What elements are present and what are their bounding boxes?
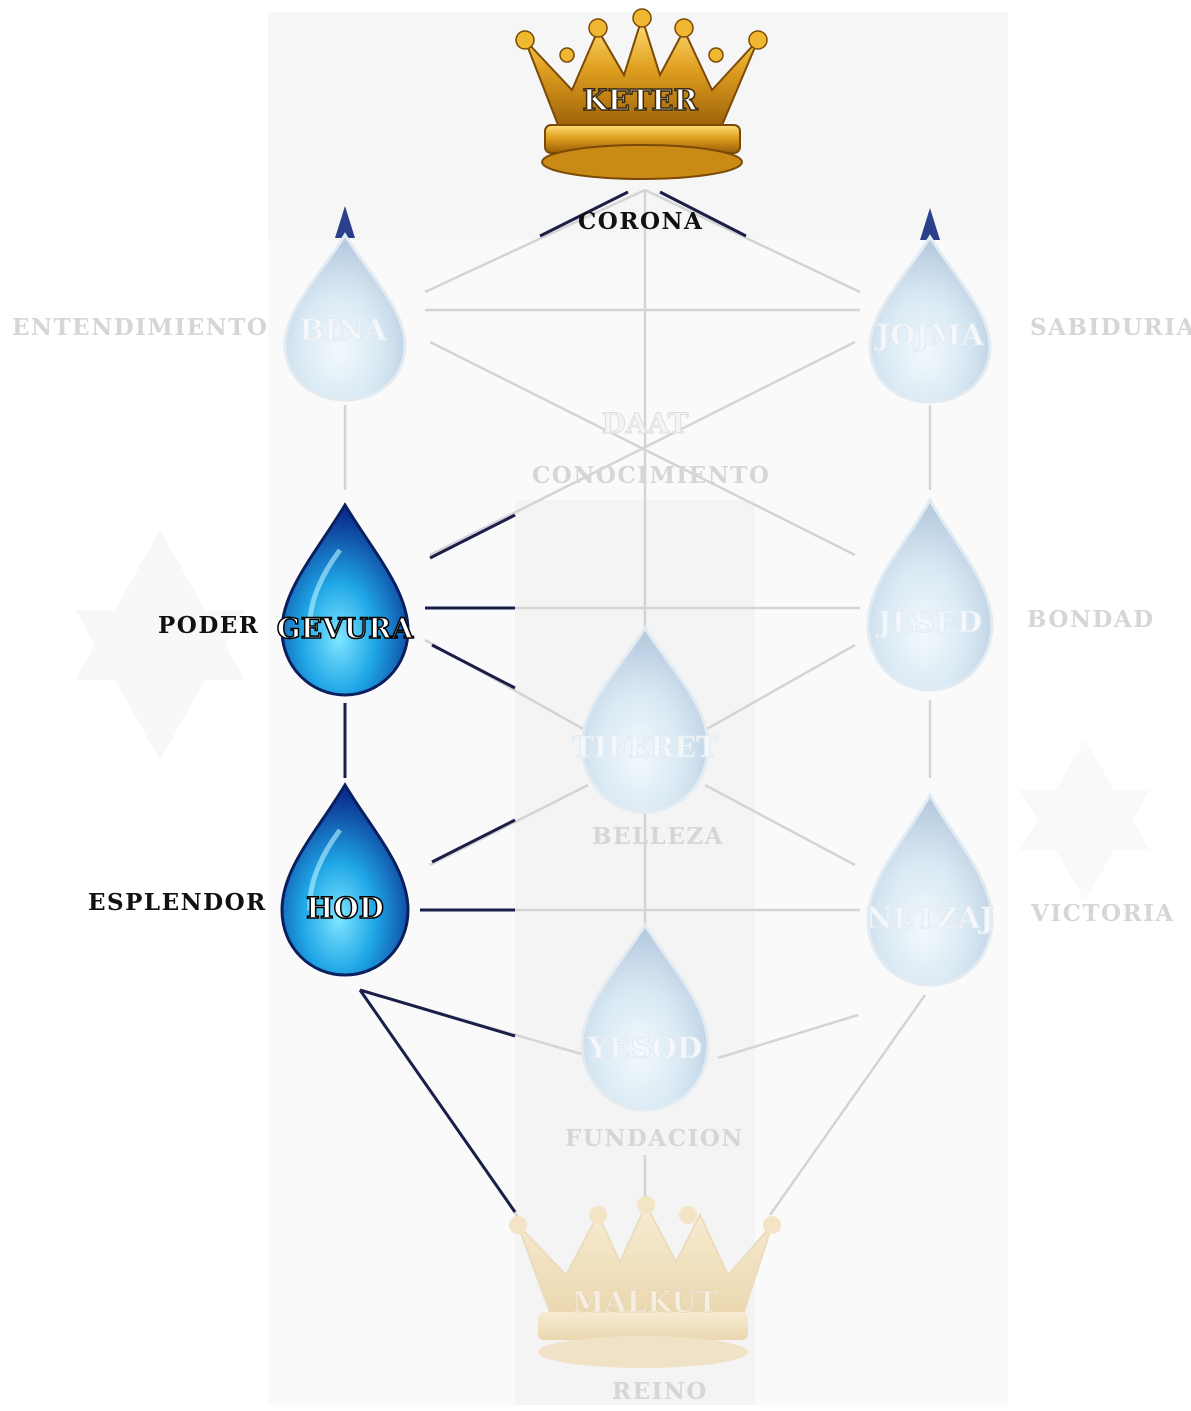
gevura-name: GEVURA: [277, 612, 415, 645]
tiferet-name: TIFERET: [572, 730, 718, 764]
gevura-label: PODER: [158, 612, 260, 639]
star-watermark-left: [75, 530, 245, 760]
gevura-highlight-icon: [307, 548, 343, 631]
jojma-drop-icon: [868, 234, 992, 404]
malkut-label: REINO: [612, 1378, 708, 1405]
daat-label: CONOCIMIENTO: [532, 462, 771, 489]
yesod-drop-icon: [580, 922, 710, 1112]
bina-cap-icon: [335, 206, 355, 238]
bina-label: ENTENDIMIENTO: [12, 314, 269, 341]
yesod-name: YESOD: [587, 1031, 702, 1065]
hod-drop-icon: [280, 782, 410, 977]
yesod-label: FUNDACION: [565, 1125, 744, 1152]
jojma-label: SABIDURIA: [1030, 314, 1191, 341]
tiferet-drop-icon: [580, 625, 710, 814]
daat-name: DAAT: [601, 407, 688, 440]
malkut-name: MALKUT: [572, 1285, 718, 1319]
star-watermark-right: [1020, 740, 1150, 900]
malkut-crown-icon: [509, 1196, 781, 1368]
tiferet-label: BELLEZA: [592, 823, 724, 850]
hod-highlight-icon: [307, 828, 343, 911]
jesed-drop-icon: [866, 496, 994, 692]
bina-name: BINA: [299, 313, 387, 347]
netzaj-label: VICTORIA: [1031, 900, 1175, 927]
keter-label: CORONA: [578, 208, 704, 235]
paths-faded: [343, 188, 932, 1235]
keter-crown-icon: [515, 8, 768, 180]
netzaj-drop-icon: [866, 791, 994, 987]
keter-name: KETER: [582, 83, 698, 117]
jojma-cap-icon: [920, 208, 940, 240]
bina-drop-icon: [283, 232, 407, 402]
jesed-label: BONDAD: [1027, 606, 1155, 633]
gevura-drop-icon: [280, 502, 410, 697]
paths-active: [343, 190, 747, 1213]
netzaj-name: NETZAJ: [866, 901, 994, 935]
hod-name: HOD: [306, 891, 384, 925]
jojma-name: JOJMA: [873, 318, 984, 352]
hod-label: ESPLENDOR: [88, 889, 267, 916]
jesed-name: JESED: [875, 605, 982, 639]
